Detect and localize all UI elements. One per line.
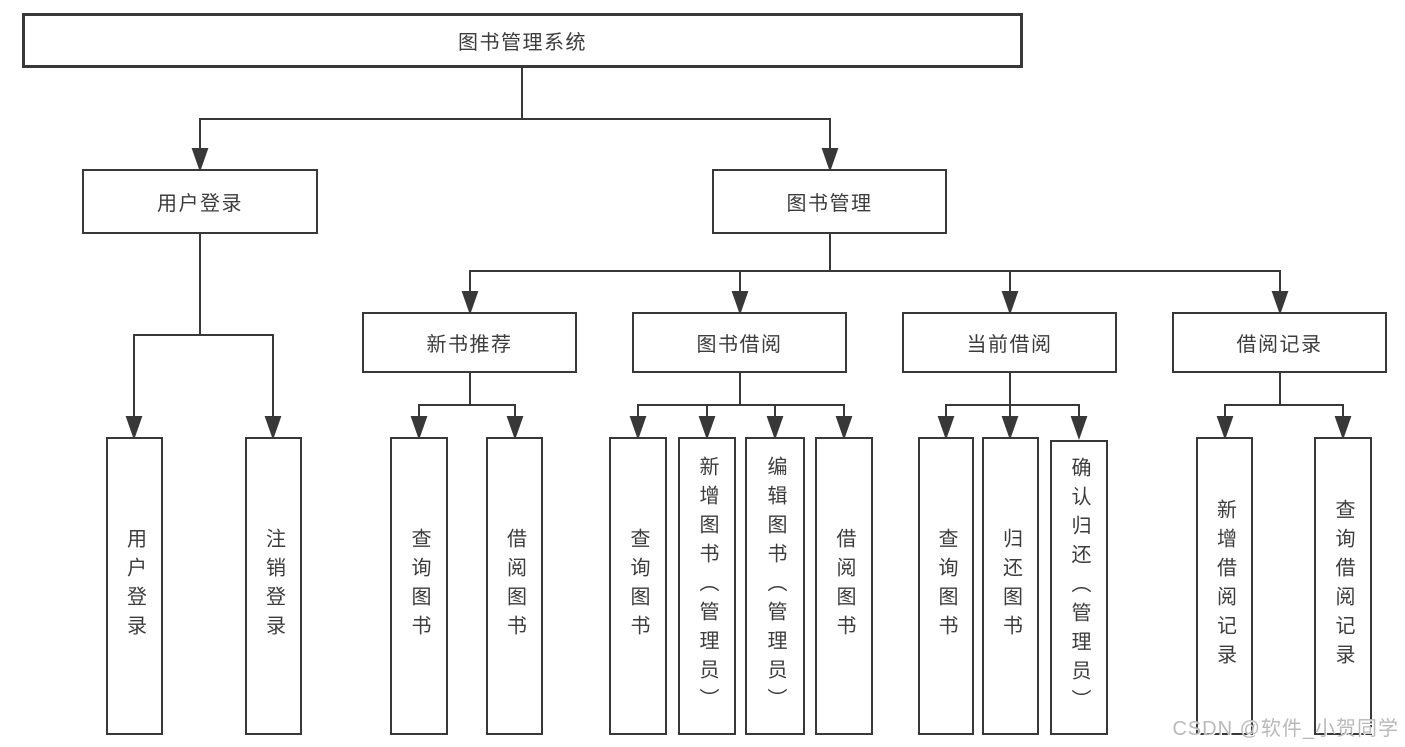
leaf-label: 查询图书 xyxy=(408,528,430,644)
leaf-borrow-books-borrowing: 借阅图书 xyxy=(815,437,873,735)
arrowhead xyxy=(731,291,749,316)
arrowhead xyxy=(125,416,143,441)
leaf-label: 借阅图书 xyxy=(833,528,855,644)
arrowhead xyxy=(1001,291,1019,316)
arrowhead xyxy=(461,291,479,316)
csdn-watermark: CSDN @软件_小贺同学 xyxy=(1172,718,1399,740)
leaf-add-books-admin: 新增图书（管理员） xyxy=(678,437,736,735)
arrowhead xyxy=(1271,291,1289,316)
arrowhead xyxy=(766,416,784,441)
node-current-borrowing: 当前借阅 xyxy=(902,312,1117,373)
node-new-book-recommendation: 新书推荐 xyxy=(362,312,577,373)
leaf-add-borrow-record: 新增借阅记录 xyxy=(1196,437,1253,735)
leaf-label: 查询图书 xyxy=(935,528,957,644)
leaf-label: 查询图书 xyxy=(627,528,649,644)
arrowhead xyxy=(1001,416,1019,441)
connector-user-login-branch xyxy=(125,234,282,441)
connector-book-management-branch xyxy=(461,233,1289,316)
node-label: 新书推荐 xyxy=(426,334,513,356)
leaf-label: 归还图书 xyxy=(999,528,1022,644)
arrowhead xyxy=(191,148,209,173)
node-book-borrowing: 图书借阅 xyxy=(632,312,847,373)
node-label: 图书管理系统 xyxy=(458,32,587,54)
leaf-query-borrow-record: 查询借阅记录 xyxy=(1314,437,1372,735)
node-label: 图书管理 xyxy=(786,193,873,215)
connector-borrowing-records-children xyxy=(1216,373,1352,441)
leaf-label: 编辑图书（管理员） xyxy=(764,455,786,717)
connector-new-book-recommendation-children xyxy=(410,373,524,441)
arrowhead xyxy=(937,416,955,441)
arrowhead xyxy=(821,148,839,173)
leaf-label: 用户登录 xyxy=(123,528,146,644)
arrowhead xyxy=(264,416,282,441)
leaf-query-books-recommendation: 查询图书 xyxy=(390,437,448,735)
node-label: 用户登录 xyxy=(157,193,243,215)
leaf-label: 确认归还（管理员） xyxy=(1068,457,1090,718)
leaf-label: 查询借阅记录 xyxy=(1332,499,1354,673)
arrowhead xyxy=(506,416,524,441)
leaf-user-login: 用户登录 xyxy=(106,437,163,735)
arrowhead xyxy=(629,416,647,441)
leaf-label: 注销登录 xyxy=(262,528,285,644)
node-label: 当前借阅 xyxy=(966,334,1053,356)
node-label: 图书借阅 xyxy=(696,334,783,356)
node-library-management-system: 图书管理系统 xyxy=(22,13,1023,68)
leaf-edit-books-admin: 编辑图书（管理员） xyxy=(745,437,805,735)
leaf-borrow-books-recommendation: 借阅图书 xyxy=(486,437,543,735)
arrowhead xyxy=(1070,416,1088,441)
connector-book-borrowing-children xyxy=(629,373,853,441)
node-user-login: 用户登录 xyxy=(82,169,318,234)
node-book-management: 图书管理 xyxy=(712,169,947,234)
leaf-label: 借阅图书 xyxy=(503,528,526,644)
leaf-query-books-current: 查询图书 xyxy=(918,437,974,735)
leaf-return-books: 归还图书 xyxy=(982,437,1039,735)
leaf-label: 新增借阅记录 xyxy=(1213,499,1236,673)
connector-current-borrowing-children xyxy=(937,373,1088,441)
leaf-logout: 注销登录 xyxy=(245,437,302,735)
arrowhead xyxy=(410,416,428,441)
leaf-confirm-return-admin: 确认归还（管理员） xyxy=(1050,440,1108,735)
arrowhead xyxy=(835,416,853,441)
leaf-label: 新增图书（管理员） xyxy=(696,455,718,717)
leaf-query-books-borrowing: 查询图书 xyxy=(609,437,667,735)
arrowhead xyxy=(1334,416,1352,441)
arrowhead xyxy=(698,416,716,441)
arrowhead xyxy=(1216,416,1234,441)
node-borrowing-records: 借阅记录 xyxy=(1172,312,1387,373)
node-label: 借阅记录 xyxy=(1236,334,1323,356)
connector-root-to-level2 xyxy=(191,68,839,173)
